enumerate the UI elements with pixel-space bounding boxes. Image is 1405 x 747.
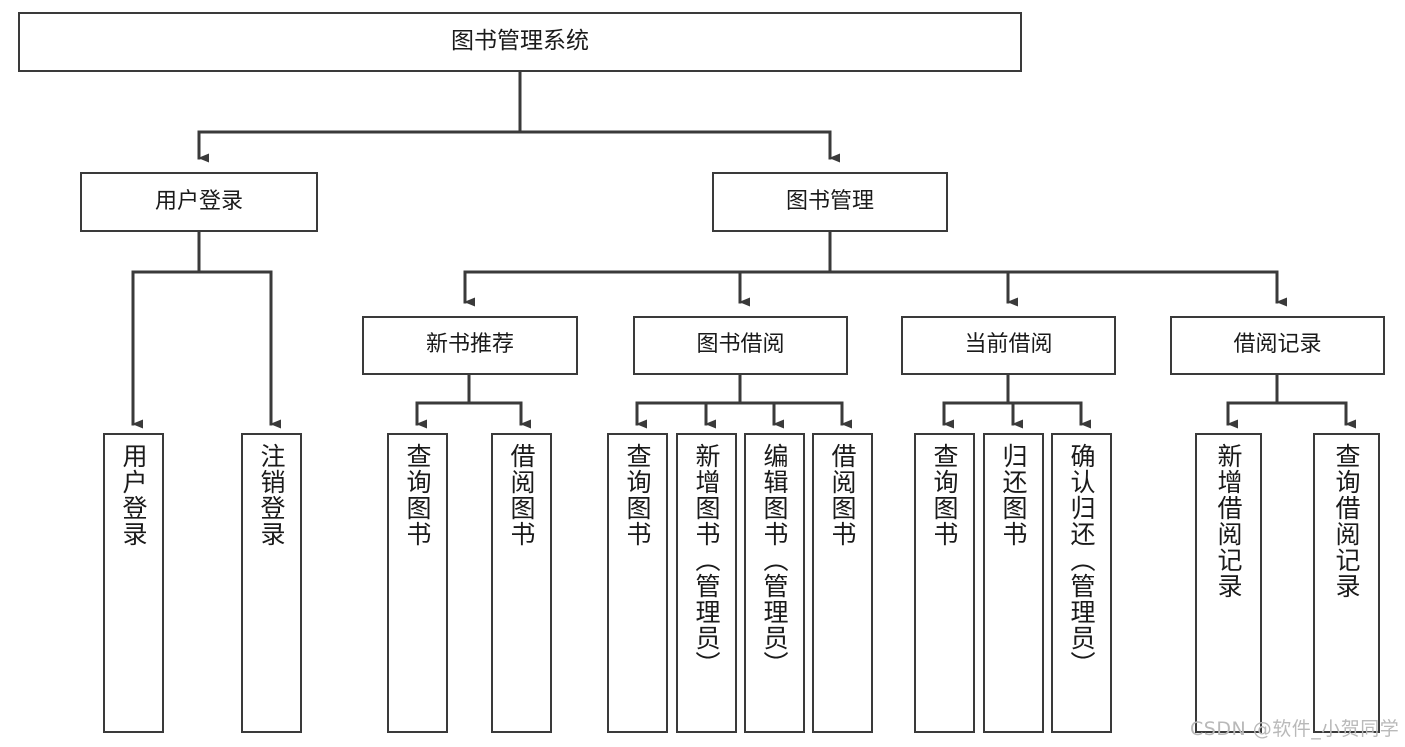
node-leaf-query-book-2[interactable]: 查询图书 xyxy=(607,433,668,733)
node-leaf-query-book-1-label: 查询图书 xyxy=(403,443,432,547)
node-borrow-record-label: 借阅记录 xyxy=(1233,332,1322,358)
node-leaf-user-login-label: 用户登录 xyxy=(119,443,148,547)
node-leaf-borrow-book-1-label: 借阅图书 xyxy=(507,443,536,547)
node-root[interactable]: 图书管理系统 xyxy=(18,12,1022,72)
node-book-borrow[interactable]: 图书借阅 xyxy=(633,316,848,375)
node-leaf-add-record[interactable]: 新增借阅记录 xyxy=(1195,433,1262,733)
node-leaf-query-book-3[interactable]: 查询图书 xyxy=(914,433,975,733)
node-leaf-borrow-book-2[interactable]: 借阅图书 xyxy=(812,433,873,733)
node-root-label: 图书管理系统 xyxy=(451,28,589,55)
node-leaf-user-login[interactable]: 用户登录 xyxy=(103,433,164,733)
node-leaf-add-book[interactable]: 新增图书（管理员） xyxy=(676,433,737,733)
node-book-manage-label: 图书管理 xyxy=(785,188,874,214)
node-leaf-return-book-label: 归还图书 xyxy=(999,443,1028,547)
node-leaf-edit-book-label: 编辑图书（管理员） xyxy=(760,443,789,677)
node-leaf-logout-login-label: 注销登录 xyxy=(257,443,286,547)
node-book-manage[interactable]: 图书管理 xyxy=(712,172,948,232)
node-current-borrow[interactable]: 当前借阅 xyxy=(901,316,1116,375)
node-leaf-add-book-label: 新增图书（管理员） xyxy=(692,443,721,677)
node-leaf-add-record-label: 新增借阅记录 xyxy=(1214,443,1243,599)
node-leaf-logout-login[interactable]: 注销登录 xyxy=(241,433,302,733)
node-user-login-label: 用户登录 xyxy=(154,188,243,214)
node-leaf-confirm-return-label: 确认归还（管理员） xyxy=(1067,443,1096,677)
node-leaf-query-book-2-label: 查询图书 xyxy=(623,443,652,547)
csdn-watermark: CSDN @软件_小贺同学 xyxy=(1190,718,1400,740)
node-borrow-record[interactable]: 借阅记录 xyxy=(1170,316,1385,375)
node-book-borrow-label: 图书借阅 xyxy=(696,332,785,358)
node-new-book-rec-label: 新书推荐 xyxy=(425,332,514,358)
node-leaf-query-book-1[interactable]: 查询图书 xyxy=(387,433,448,733)
node-leaf-borrow-book-1[interactable]: 借阅图书 xyxy=(491,433,552,733)
node-leaf-edit-book[interactable]: 编辑图书（管理员） xyxy=(744,433,805,733)
node-user-login[interactable]: 用户登录 xyxy=(80,172,318,232)
node-leaf-query-record[interactable]: 查询借阅记录 xyxy=(1313,433,1380,733)
node-leaf-return-book[interactable]: 归还图书 xyxy=(983,433,1044,733)
node-leaf-query-record-label: 查询借阅记录 xyxy=(1332,443,1361,599)
node-leaf-query-book-3-label: 查询图书 xyxy=(930,443,959,547)
node-leaf-confirm-return[interactable]: 确认归还（管理员） xyxy=(1051,433,1112,733)
node-leaf-borrow-book-2-label: 借阅图书 xyxy=(828,443,857,547)
node-new-book-rec[interactable]: 新书推荐 xyxy=(362,316,578,375)
node-current-borrow-label: 当前借阅 xyxy=(964,332,1053,358)
